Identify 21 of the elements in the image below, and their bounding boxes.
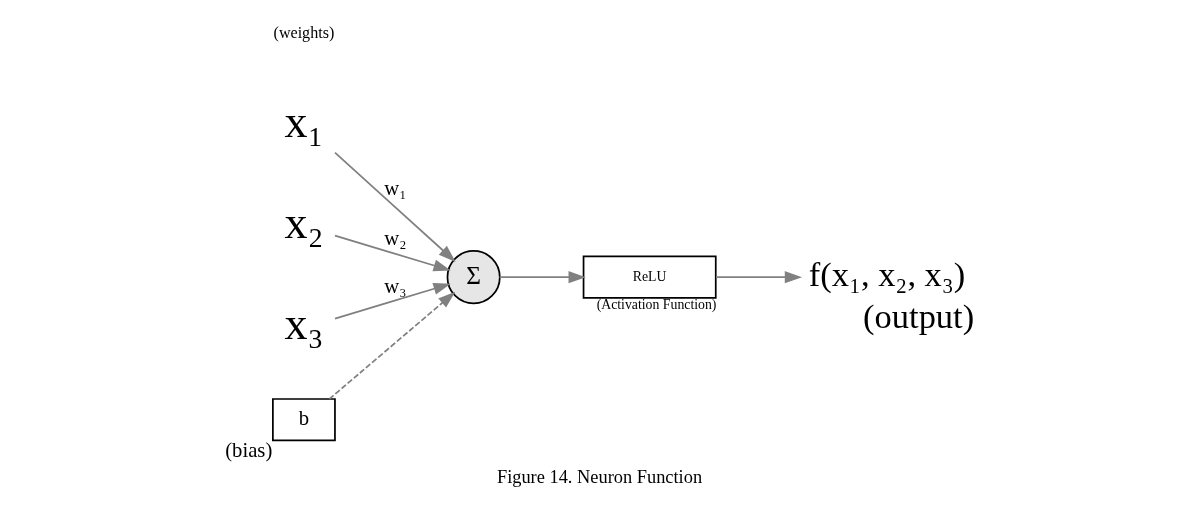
- edge-label: w₃: [384, 274, 407, 297]
- arrow: [715, 271, 803, 284]
- arrow: [334, 234, 451, 272]
- node-box: b: [272, 398, 336, 442]
- node-circle: Σ: [446, 250, 501, 305]
- arrow: [328, 291, 456, 400]
- label: (weights): [273, 23, 335, 41]
- node-label: (bias): [225, 438, 273, 461]
- node-text: f(x₁, x₂, x₃): [808, 254, 966, 293]
- node-box: ReLU: [582, 255, 717, 299]
- arrow: [334, 151, 456, 262]
- arrow: [334, 282, 451, 320]
- caption: Figure 14. Neuron Function: [496, 466, 703, 487]
- node-label: (Activation Function): [596, 296, 717, 312]
- node-text: x₁: [284, 95, 324, 147]
- node-label: (output): [863, 297, 975, 336]
- edge-label: w₂: [384, 227, 407, 250]
- edge-label: w₁: [384, 176, 407, 199]
- node-text: x₂: [284, 197, 324, 249]
- arrow: [498, 271, 586, 284]
- node-text: x₃: [284, 298, 324, 350]
